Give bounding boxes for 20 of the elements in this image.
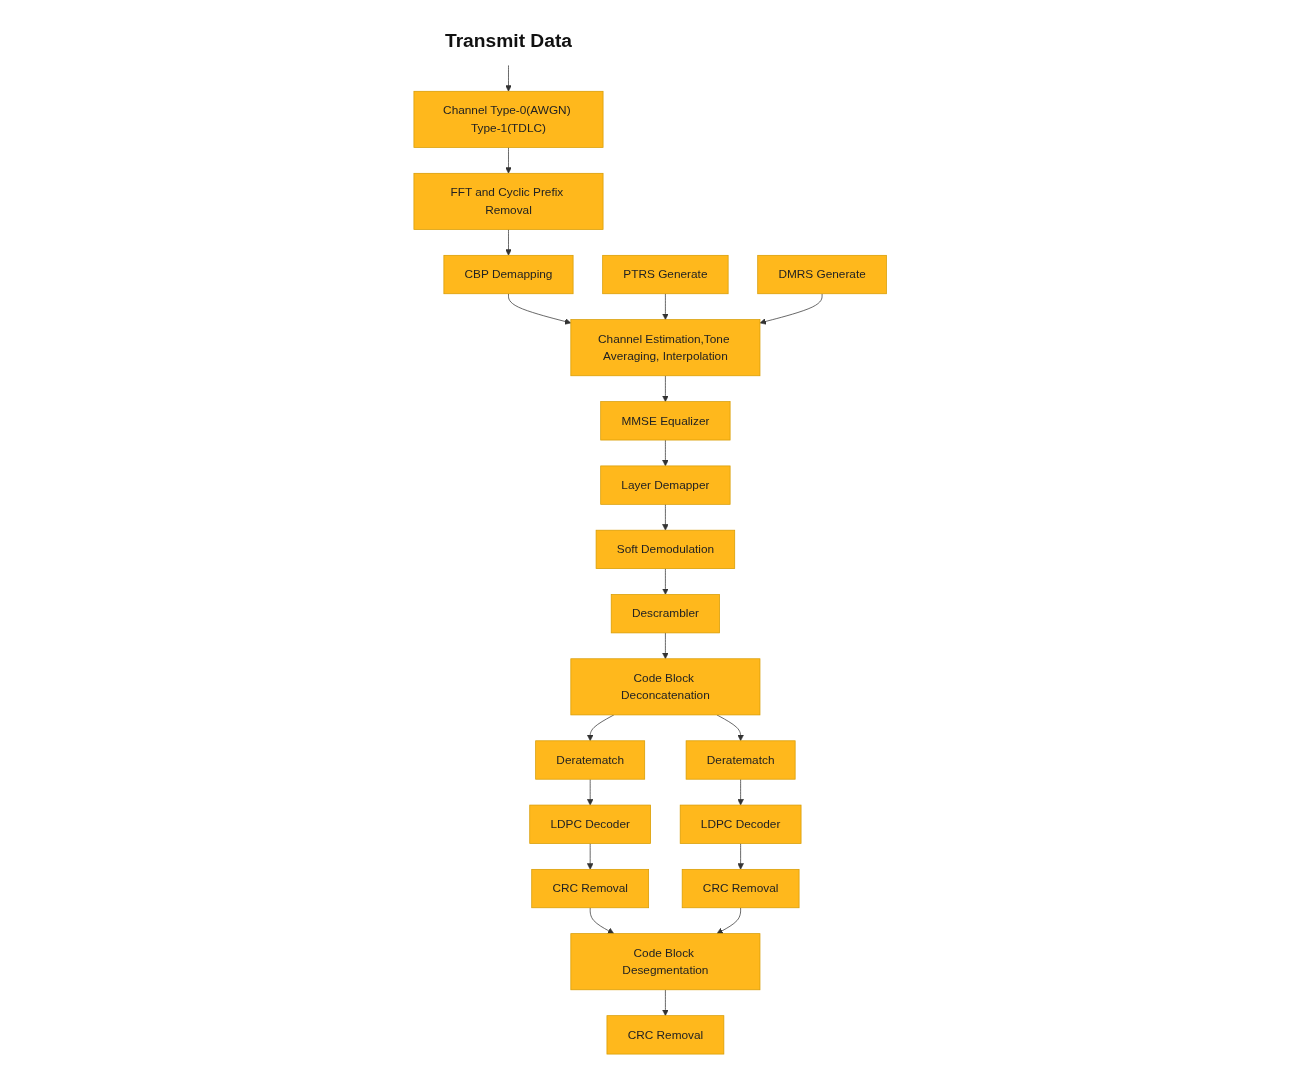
node-box: Descrambler (611, 594, 721, 634)
node-box: Channel Estimation,Tone Averaging, Interpolation (570, 319, 761, 377)
node-box: Deratematch (535, 740, 646, 780)
node-box: CRC Removal (531, 869, 650, 909)
node-box: CRC Removal (606, 1015, 725, 1055)
node-box: Channel Type-0(AWGN) Type-1(TDLC) (413, 90, 604, 148)
node-box: PTRS Generate (602, 254, 729, 295)
node-text: Transmit Data (445, 29, 573, 52)
node-box: LDPC Decoder (529, 804, 652, 844)
node-box: CBP Demapping (443, 254, 574, 295)
node-box: FFT and Cyclic Prefix Removal (413, 172, 604, 230)
node-box: Code Block Deconcatenation (570, 658, 761, 716)
node-box: CRC Removal (682, 869, 800, 909)
node-box: LDPC Decoder (680, 804, 802, 844)
node-box: MMSE Equalizer (600, 401, 731, 441)
node-box: Soft Demodulation (596, 529, 736, 569)
node-box: Code Block Desegmentation (570, 933, 761, 991)
node-box: Deratematch (686, 740, 796, 780)
node-box: Layer Demapper (600, 465, 731, 505)
node-box: DMRS Generate (757, 254, 888, 295)
